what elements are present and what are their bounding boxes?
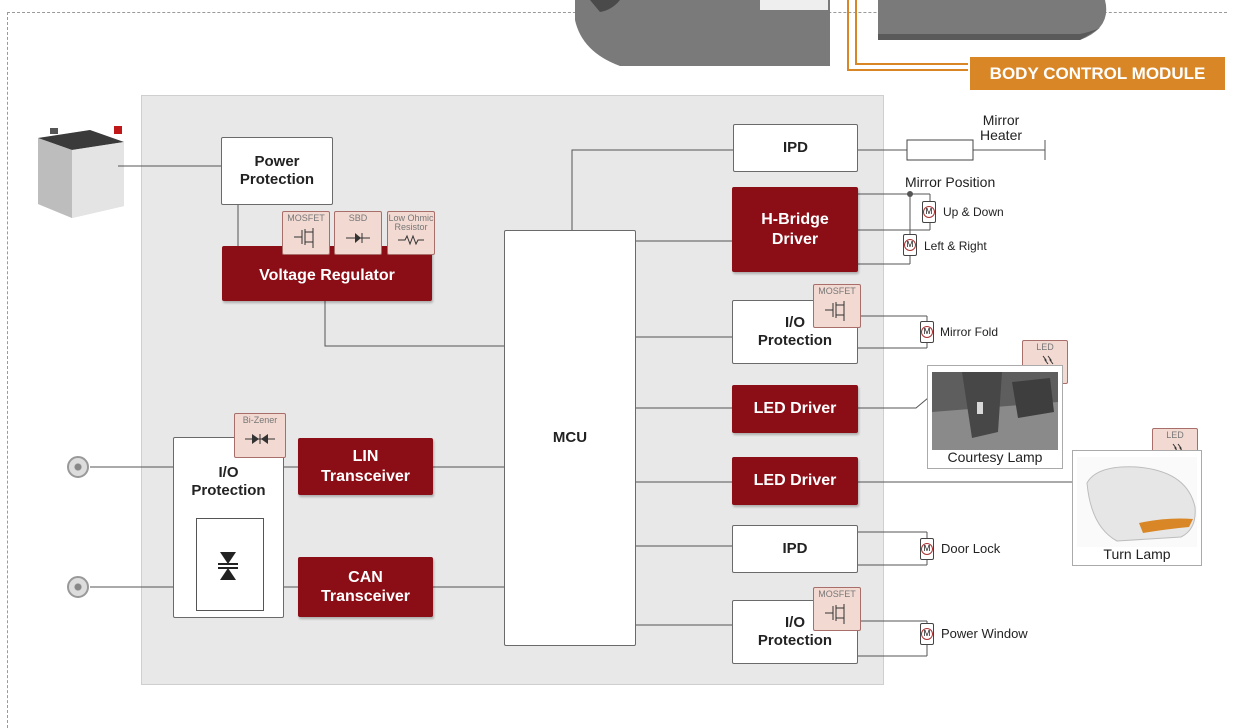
bi-zener-tag: Bi-Zener [234, 413, 286, 458]
courtesy-lamp-caption: Courtesy Lamp [928, 449, 1062, 465]
lin-transceiver-block: LIN Transceiver [298, 438, 433, 495]
left-right-label: Left & Right [924, 239, 987, 253]
led-driver-turn-block: LED Driver [732, 457, 858, 505]
motor-icon: M [920, 538, 934, 560]
led-driver-courtesy-block: LED Driver [732, 385, 858, 433]
mosfet-tag-window: MOSFET [813, 587, 861, 631]
mosfet-icon [291, 224, 321, 250]
ipd-top-block: IPD [733, 124, 858, 172]
mcu-block: MCU [504, 230, 636, 646]
courtesy-lamp-image [932, 372, 1058, 450]
can-transceiver-block: CAN Transceiver [298, 557, 433, 617]
h-bridge-driver-block: H-Bridge Driver [732, 187, 858, 272]
low-ohmic-resistor-tag: Low Ohmic Resistor [387, 211, 435, 255]
connector-jack-icon [67, 576, 89, 598]
courtesy-lamp-photo: Courtesy Lamp [927, 365, 1063, 469]
ipd-bottom-block: IPD [732, 525, 858, 573]
mirror-position-label: Mirror Position [905, 174, 995, 190]
sbd-tag: SBD [334, 211, 382, 255]
zener-icon [216, 550, 240, 586]
turn-lamp-image [1077, 457, 1197, 547]
up-down-label: Up & Down [943, 205, 1004, 219]
mirror-heater-label: Mirror Heater [980, 113, 1022, 144]
zener-icon [243, 429, 277, 449]
motor-icon: M [920, 623, 934, 645]
turn-lamp-caption: Turn Lamp [1073, 546, 1201, 562]
mosfet-tag-mirror: MOSFET [813, 284, 861, 328]
io-protection-left-label: I/O Protection [191, 464, 265, 500]
diode-icon [343, 228, 373, 248]
motor-icon: M [903, 234, 917, 256]
power-protection-block: Power Protection [221, 137, 333, 205]
resistor-icon [396, 233, 426, 247]
mosfet-icon [822, 600, 852, 626]
connector-jack-icon [67, 456, 89, 478]
turn-lamp-photo: Turn Lamp [1072, 450, 1202, 566]
mosfet-icon [822, 297, 852, 323]
door-lock-label: Door Lock [941, 541, 1000, 556]
power-window-label: Power Window [941, 626, 1028, 641]
mosfet-tag-regulator: MOSFET [282, 211, 330, 255]
motor-icon: M [922, 201, 936, 223]
motor-icon: M [920, 321, 934, 343]
mirror-fold-label: Mirror Fold [940, 325, 998, 339]
